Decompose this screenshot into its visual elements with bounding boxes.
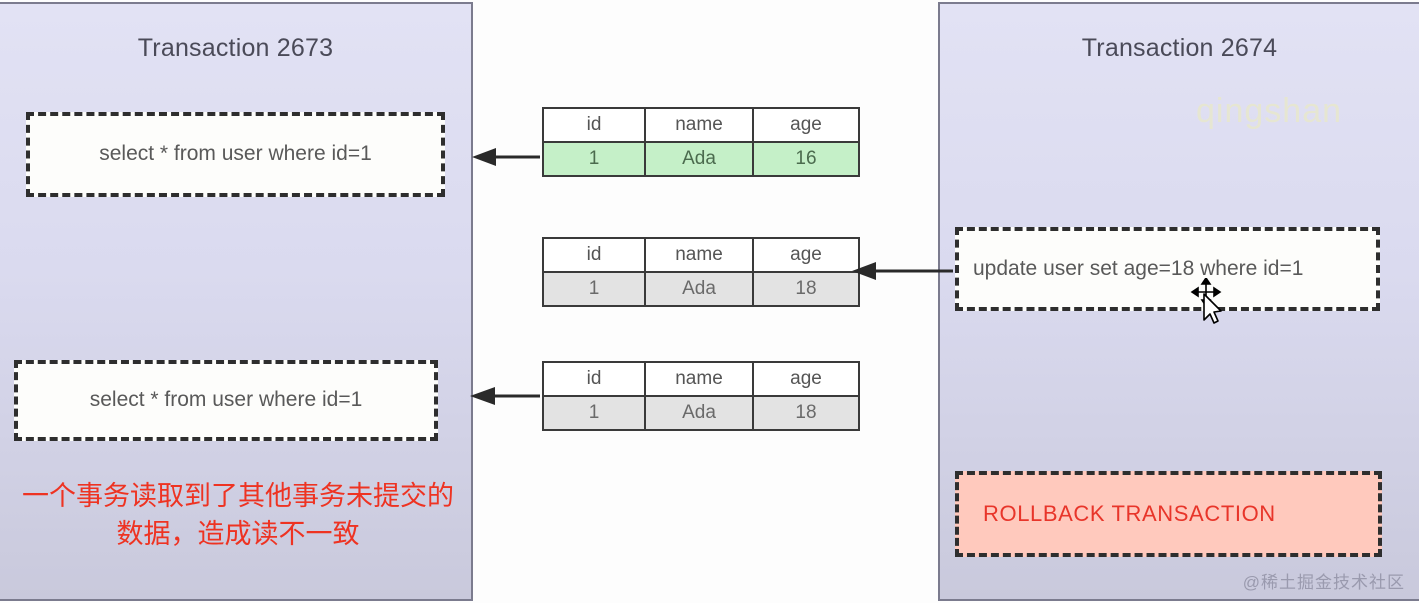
table-row: 1 Ada 18	[542, 271, 860, 307]
arrow-table3-to-select2	[470, 387, 540, 405]
statement-text-select-first: select * from user where id=1	[99, 142, 372, 166]
cell-age: 16	[752, 141, 860, 177]
cell-age: 18	[752, 395, 860, 431]
table-header-id: id	[542, 361, 646, 397]
table-header-name: name	[644, 107, 754, 143]
transaction-panel-left: Transaction 2673	[0, 2, 473, 601]
statement-box-select-first: select * from user where id=1	[26, 112, 445, 197]
cell-id: 1	[542, 271, 646, 307]
cell-id: 1	[542, 141, 646, 177]
table-header-id: id	[542, 237, 646, 273]
table-row: 1 Ada 16	[542, 141, 860, 177]
cell-name: Ada	[644, 271, 754, 307]
data-table-initial: id name age 1 Ada 16	[542, 107, 860, 177]
table-header-id: id	[542, 107, 646, 143]
cell-age: 18	[752, 271, 860, 307]
data-table-dirty-read: id name age 1 Ada 18	[542, 361, 860, 431]
cell-id: 1	[542, 395, 646, 431]
statement-box-update: update user set age=18 where id=1	[955, 227, 1380, 311]
transaction-left-title: Transaction 2673	[137, 34, 334, 62]
transaction-right-title: Transaction 2674	[1081, 34, 1278, 62]
table-header-age: age	[752, 107, 860, 143]
statement-box-select-second: select * from user where id=1	[14, 360, 438, 441]
table-header-age: age	[752, 361, 860, 397]
table-header-age: age	[752, 237, 860, 273]
cell-name: Ada	[644, 141, 754, 177]
conclusion-text: 一个事务读取到了其他事务未提交的数据，造成读不一致	[22, 481, 454, 551]
cell-name: Ada	[644, 395, 754, 431]
statement-box-rollback: ROLLBACK TRANSACTION	[955, 471, 1382, 557]
statement-text-rollback: ROLLBACK TRANSACTION	[983, 501, 1276, 527]
arrow-table1-to-select1	[472, 148, 540, 166]
table-header-name: name	[644, 237, 754, 273]
statement-text-update: update user set age=18 where id=1	[973, 256, 1304, 280]
table-header-name: name	[644, 361, 754, 397]
statement-text-select-second: select * from user where id=1	[89, 388, 363, 412]
table-header-row: id name age	[542, 361, 860, 397]
table-row: 1 Ada 18	[542, 395, 860, 431]
data-table-updated: id name age 1 Ada 18	[542, 237, 860, 307]
table-header-row: id name age	[542, 237, 860, 273]
table-header-row: id name age	[542, 107, 860, 143]
